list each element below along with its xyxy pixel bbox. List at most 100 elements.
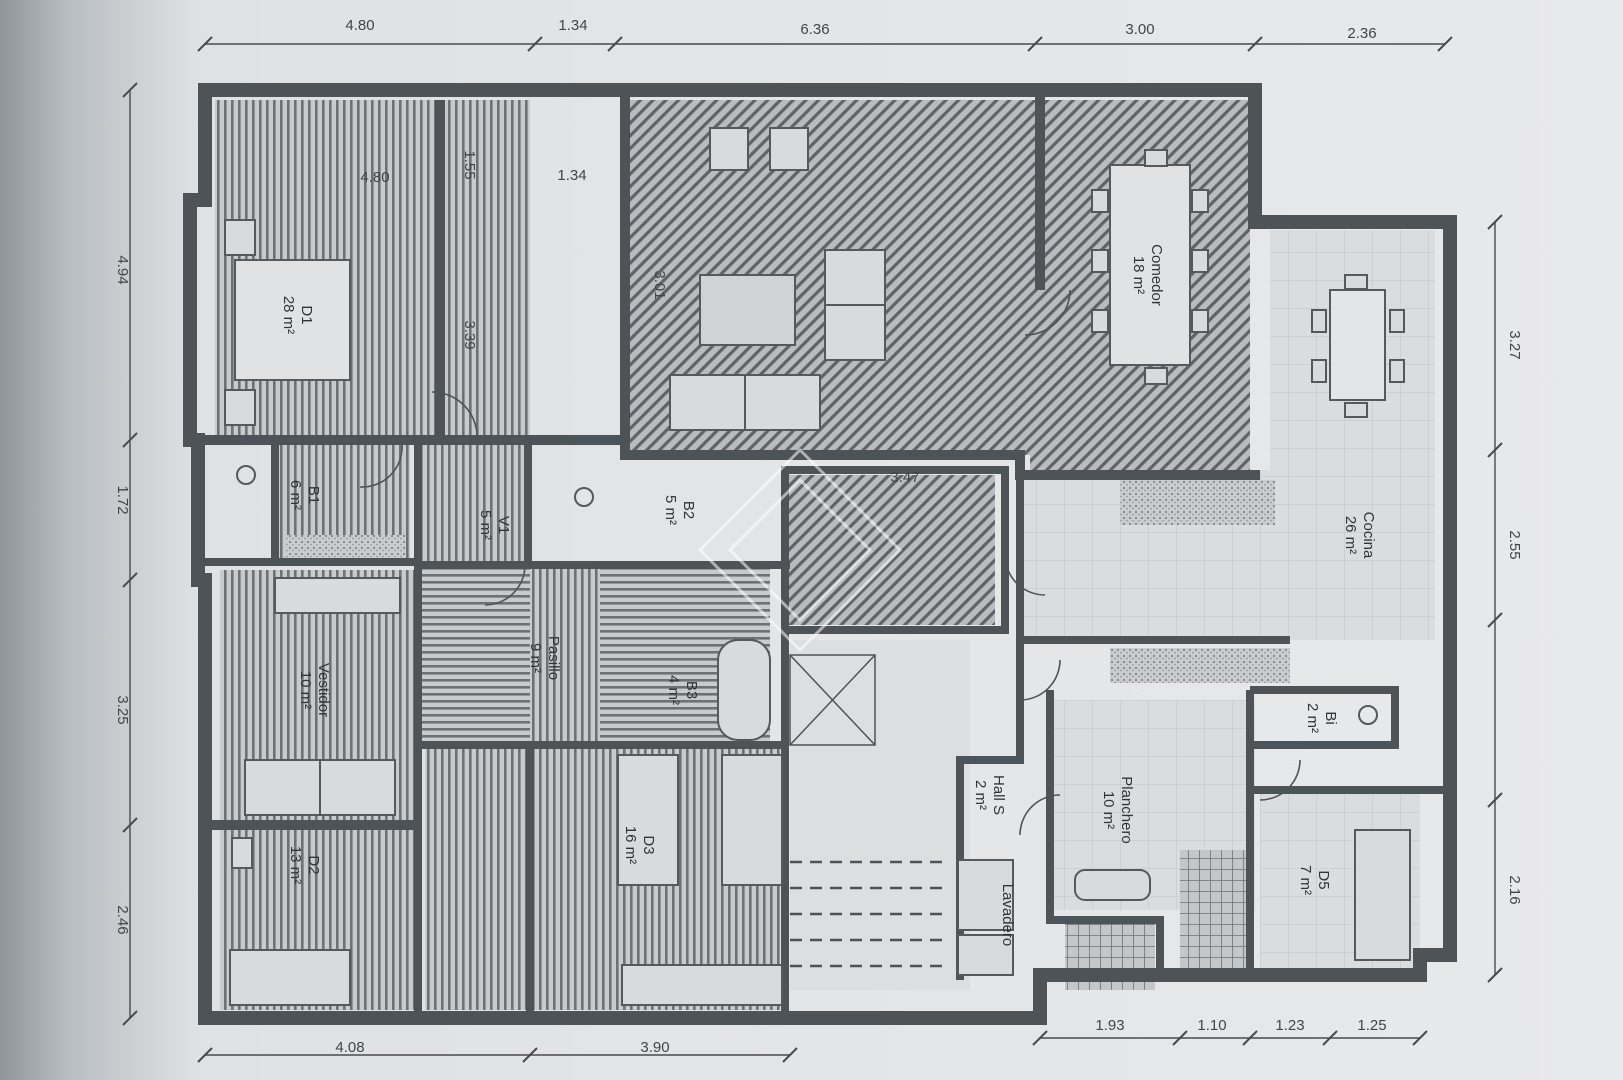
label-bi: Bi 2 m² bbox=[1304, 703, 1339, 733]
comedor-table bbox=[1109, 164, 1191, 366]
d3-bench bbox=[621, 964, 783, 1006]
d1-nightstand-top bbox=[224, 219, 256, 256]
dimension-tick bbox=[1487, 442, 1503, 458]
d2-bed bbox=[229, 949, 351, 1006]
label-d5: D5 7 m² bbox=[1297, 865, 1332, 895]
cocina-name: Cocina bbox=[1360, 512, 1377, 559]
room-labels: D1 28 m² B1 6 m² V1 5 m² B2 5 m² Vestido… bbox=[280, 244, 1377, 946]
dim-bottom-3: 1.93 bbox=[1095, 1017, 1124, 1034]
lavadero-unit-1 bbox=[957, 859, 1014, 931]
dim-bottom-1: 4.08 bbox=[335, 1039, 364, 1056]
lavadero-name: Lavadero bbox=[999, 884, 1016, 947]
d1-area: 28 m² bbox=[280, 296, 297, 334]
d3-name: D3 bbox=[640, 835, 657, 854]
hall-area: 2 m² bbox=[972, 780, 989, 810]
v1-wall bbox=[418, 440, 790, 569]
d3-bed-1 bbox=[617, 754, 679, 886]
d2-area: 13 m² bbox=[287, 846, 304, 884]
dimension-tick bbox=[1032, 1030, 1048, 1046]
b1-name: B1 bbox=[305, 486, 322, 504]
furniture bbox=[224, 127, 1411, 1006]
door-swings bbox=[359, 289, 1301, 836]
dim-left-3: 3.25 bbox=[114, 695, 131, 724]
watermark bbox=[697, 447, 903, 653]
cocina-area: 26 m² bbox=[1342, 516, 1359, 554]
elevator-shaft bbox=[789, 654, 876, 746]
dim-top-5: 2.36 bbox=[1347, 25, 1376, 42]
label-b1: B1 6 m² bbox=[287, 480, 322, 510]
d5-area: 7 m² bbox=[1297, 865, 1314, 895]
dimension-tick bbox=[782, 1047, 798, 1063]
vestidor-area: 10 m² bbox=[297, 671, 314, 709]
living-chair-1 bbox=[709, 127, 749, 171]
b1-sink bbox=[236, 465, 256, 485]
vestidor-name: Vestidor bbox=[315, 663, 332, 717]
dimension-tick bbox=[122, 572, 138, 588]
pasillo-name: Pasillo bbox=[545, 636, 562, 680]
dimension-texts: 4.80 1.34 6.36 3.00 2.36 4.94 1.72 3.25 … bbox=[114, 17, 1523, 1056]
b2-sink bbox=[574, 487, 594, 507]
comedor-area: 18 m² bbox=[1130, 256, 1147, 294]
dimension-tick bbox=[1487, 792, 1503, 808]
dimension-tick bbox=[1172, 1030, 1188, 1046]
dim-inner-5: 3.01 bbox=[651, 270, 668, 299]
dimension-tick bbox=[1437, 36, 1453, 52]
dimension-ticks bbox=[122, 36, 1503, 1063]
label-pasillo: Pasillo 9 m² bbox=[527, 636, 562, 680]
living-chair-2 bbox=[769, 127, 809, 171]
dim-top-4: 3.00 bbox=[1125, 21, 1154, 38]
d1-name: D1 bbox=[298, 305, 315, 324]
dim-inner-6: 3.47 bbox=[890, 469, 919, 486]
dimension-tick bbox=[197, 1047, 213, 1063]
dim-right-3: 2.16 bbox=[1506, 875, 1523, 904]
label-vestidor: Vestidor 10 m² bbox=[297, 663, 332, 717]
dim-inner-2: 1.34 bbox=[557, 167, 586, 184]
dim-bottom-4: 1.10 bbox=[1197, 1017, 1226, 1034]
b3-name: B3 bbox=[683, 681, 700, 699]
b1-area: 6 m² bbox=[287, 480, 304, 510]
dimension-tick bbox=[122, 817, 138, 833]
d3-bed-2 bbox=[721, 754, 783, 886]
inner-hall-wall bbox=[781, 466, 1009, 634]
tile-patch-2 bbox=[1180, 850, 1250, 970]
pasillo-area: 9 m² bbox=[527, 643, 544, 673]
d2-nightstand bbox=[231, 837, 253, 869]
dimension-lines bbox=[129, 43, 1496, 1056]
b3-area: 4 m² bbox=[665, 675, 682, 705]
dim-left-4: 2.46 bbox=[114, 905, 131, 934]
dim-inner-4: 3.39 bbox=[461, 320, 478, 349]
dimension-tick bbox=[1412, 1030, 1428, 1046]
kitchen-chairs bbox=[1311, 274, 1405, 418]
dimension-tick bbox=[122, 82, 138, 98]
dimension-tick bbox=[1322, 1030, 1338, 1046]
bi-name: Bi bbox=[1322, 711, 1339, 724]
bi-walls bbox=[1250, 686, 1399, 749]
dimension-tick bbox=[1487, 214, 1503, 230]
label-b2: B2 5 m² bbox=[662, 495, 697, 525]
kitchen-counter bbox=[1110, 648, 1290, 683]
b2-name: B2 bbox=[680, 501, 697, 519]
dimension-tick bbox=[122, 432, 138, 448]
label-hall: Hall S 2 m² bbox=[972, 775, 1007, 815]
planchero-name: Planchero bbox=[1118, 776, 1135, 844]
d2-name: D2 bbox=[305, 855, 322, 874]
b2-area: 5 m² bbox=[662, 495, 679, 525]
planchero-walls bbox=[956, 640, 1450, 980]
walls bbox=[183, 83, 1457, 1025]
dimension-tick bbox=[527, 36, 543, 52]
closet-floor bbox=[440, 100, 530, 435]
dimension-tick bbox=[1487, 612, 1503, 628]
dimension-tick bbox=[1027, 36, 1043, 52]
dim-left-1: 4.94 bbox=[114, 255, 131, 284]
dim-inner-3: 1.55 bbox=[461, 150, 478, 179]
d5-name: D5 bbox=[1315, 870, 1332, 889]
label-d2: D2 13 m² bbox=[287, 846, 322, 884]
label-lavadero: Lavadero bbox=[999, 884, 1016, 947]
dim-bottom-5: 1.23 bbox=[1275, 1017, 1304, 1034]
living-wall bbox=[620, 95, 1260, 480]
dimension-tick bbox=[122, 1010, 138, 1026]
comedor-chairs bbox=[1091, 149, 1209, 385]
d5-bed bbox=[1354, 829, 1411, 961]
dim-top-2: 1.34 bbox=[558, 17, 587, 34]
